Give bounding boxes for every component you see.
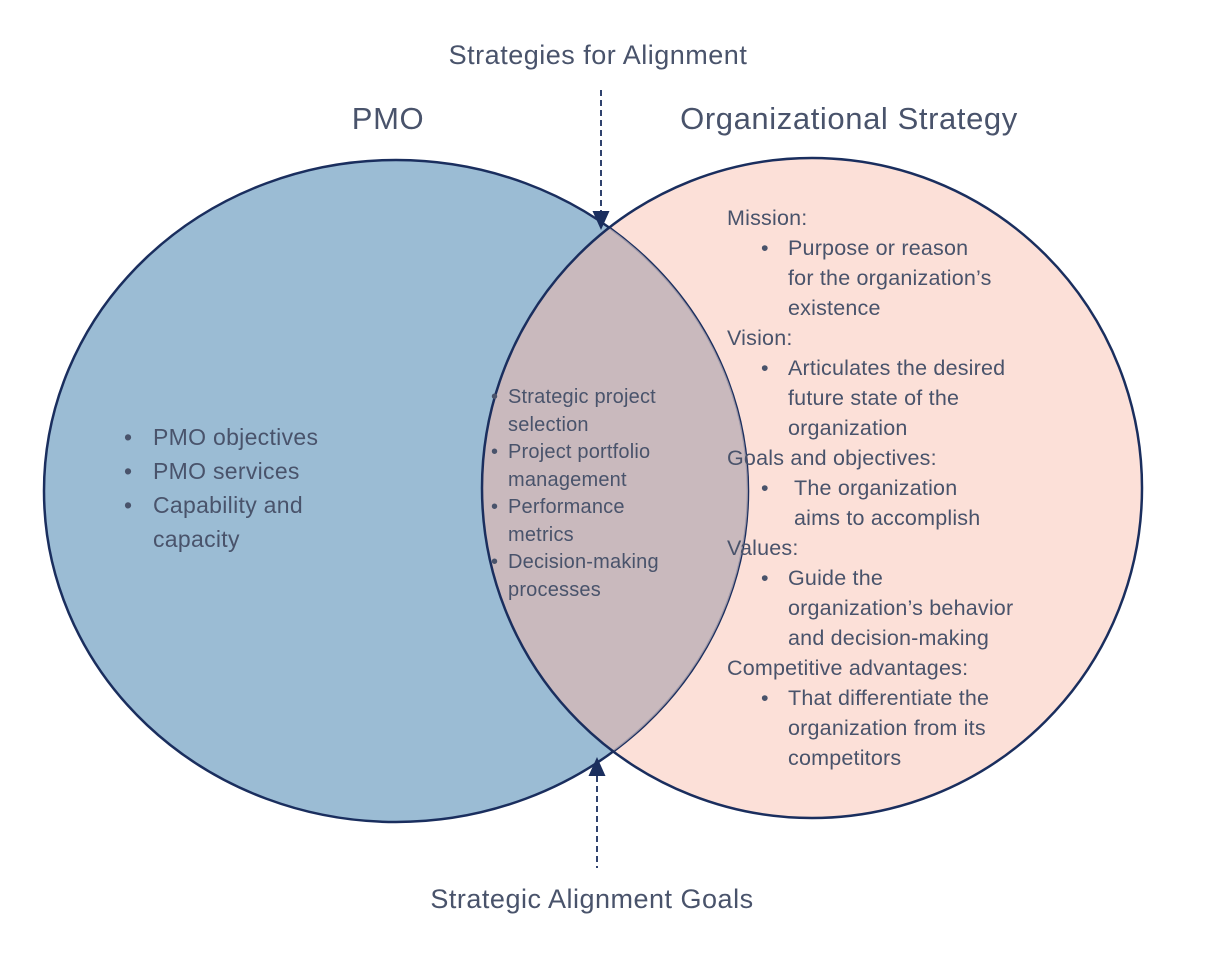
top-arrow: [592, 90, 610, 230]
left-circle-title: PMO: [351, 101, 425, 136]
section-vision: Vision: Articulates the desired future s…: [727, 323, 1099, 443]
bullet-text: Purpose or reason for the organization’s…: [788, 236, 992, 320]
arrow-down-icon: [592, 211, 610, 230]
bullet-text: Guide the organization’s behavior and de…: [788, 566, 1014, 650]
section-header: Goals and objectives:: [727, 446, 937, 470]
section-header: Vision:: [727, 326, 793, 350]
section-header: Values:: [727, 536, 799, 560]
section-goals: Goals and objectives: The organization a…: [727, 443, 1099, 533]
overlap-list: Strategic project selection Project port…: [491, 384, 683, 604]
bullet-text: Articulates the desired future state of …: [788, 356, 1006, 440]
section-values: Values: Guide the organization’s behavio…: [727, 533, 1099, 653]
left-circle-list: PMO objectives PMO services Capability a…: [124, 420, 356, 556]
list-item: PMO objectives: [124, 420, 356, 454]
right-circle-content: Mission: Purpose or reason for the organ…: [727, 203, 1099, 773]
overlap-region: [482, 160, 748, 818]
section-bullet: That differentiate the organization from…: [727, 683, 1099, 773]
section-mission: Mission: Purpose or reason for the organ…: [727, 203, 1099, 323]
bullet-text: That differentiate the organization from…: [788, 686, 990, 770]
section-bullet: Guide the organization’s behavior and de…: [727, 563, 1099, 653]
section-header: Competitive advantages:: [727, 656, 969, 680]
section-header: Mission:: [727, 206, 808, 230]
bottom-label: Strategic Alignment Goals: [430, 884, 754, 914]
right-circle-title: Organizational Strategy: [680, 101, 1018, 136]
list-item: Capability and capacity: [124, 488, 356, 556]
section-competitive-advantages: Competitive advantages: That differentia…: [727, 653, 1099, 773]
list-item: Strategic project selection: [491, 384, 683, 439]
list-item: Decision-making processes: [491, 549, 683, 604]
arrow-up-icon: [588, 757, 606, 776]
bullet-text: The organization aims to accomplish: [794, 476, 981, 530]
section-bullet: Purpose or reason for the organization’s…: [727, 233, 1099, 323]
list-item: Performance metrics: [491, 494, 683, 549]
list-item: Project portfolio management: [491, 439, 683, 494]
section-bullet: Articulates the desired future state of …: [727, 353, 1099, 443]
bottom-arrow: [588, 757, 606, 868]
list-item: PMO services: [124, 454, 356, 488]
top-label: Strategies for Alignment: [448, 40, 748, 70]
section-bullet: The organization aims to accomplish: [727, 473, 1099, 533]
right-circle-outline: [480, 156, 1144, 820]
